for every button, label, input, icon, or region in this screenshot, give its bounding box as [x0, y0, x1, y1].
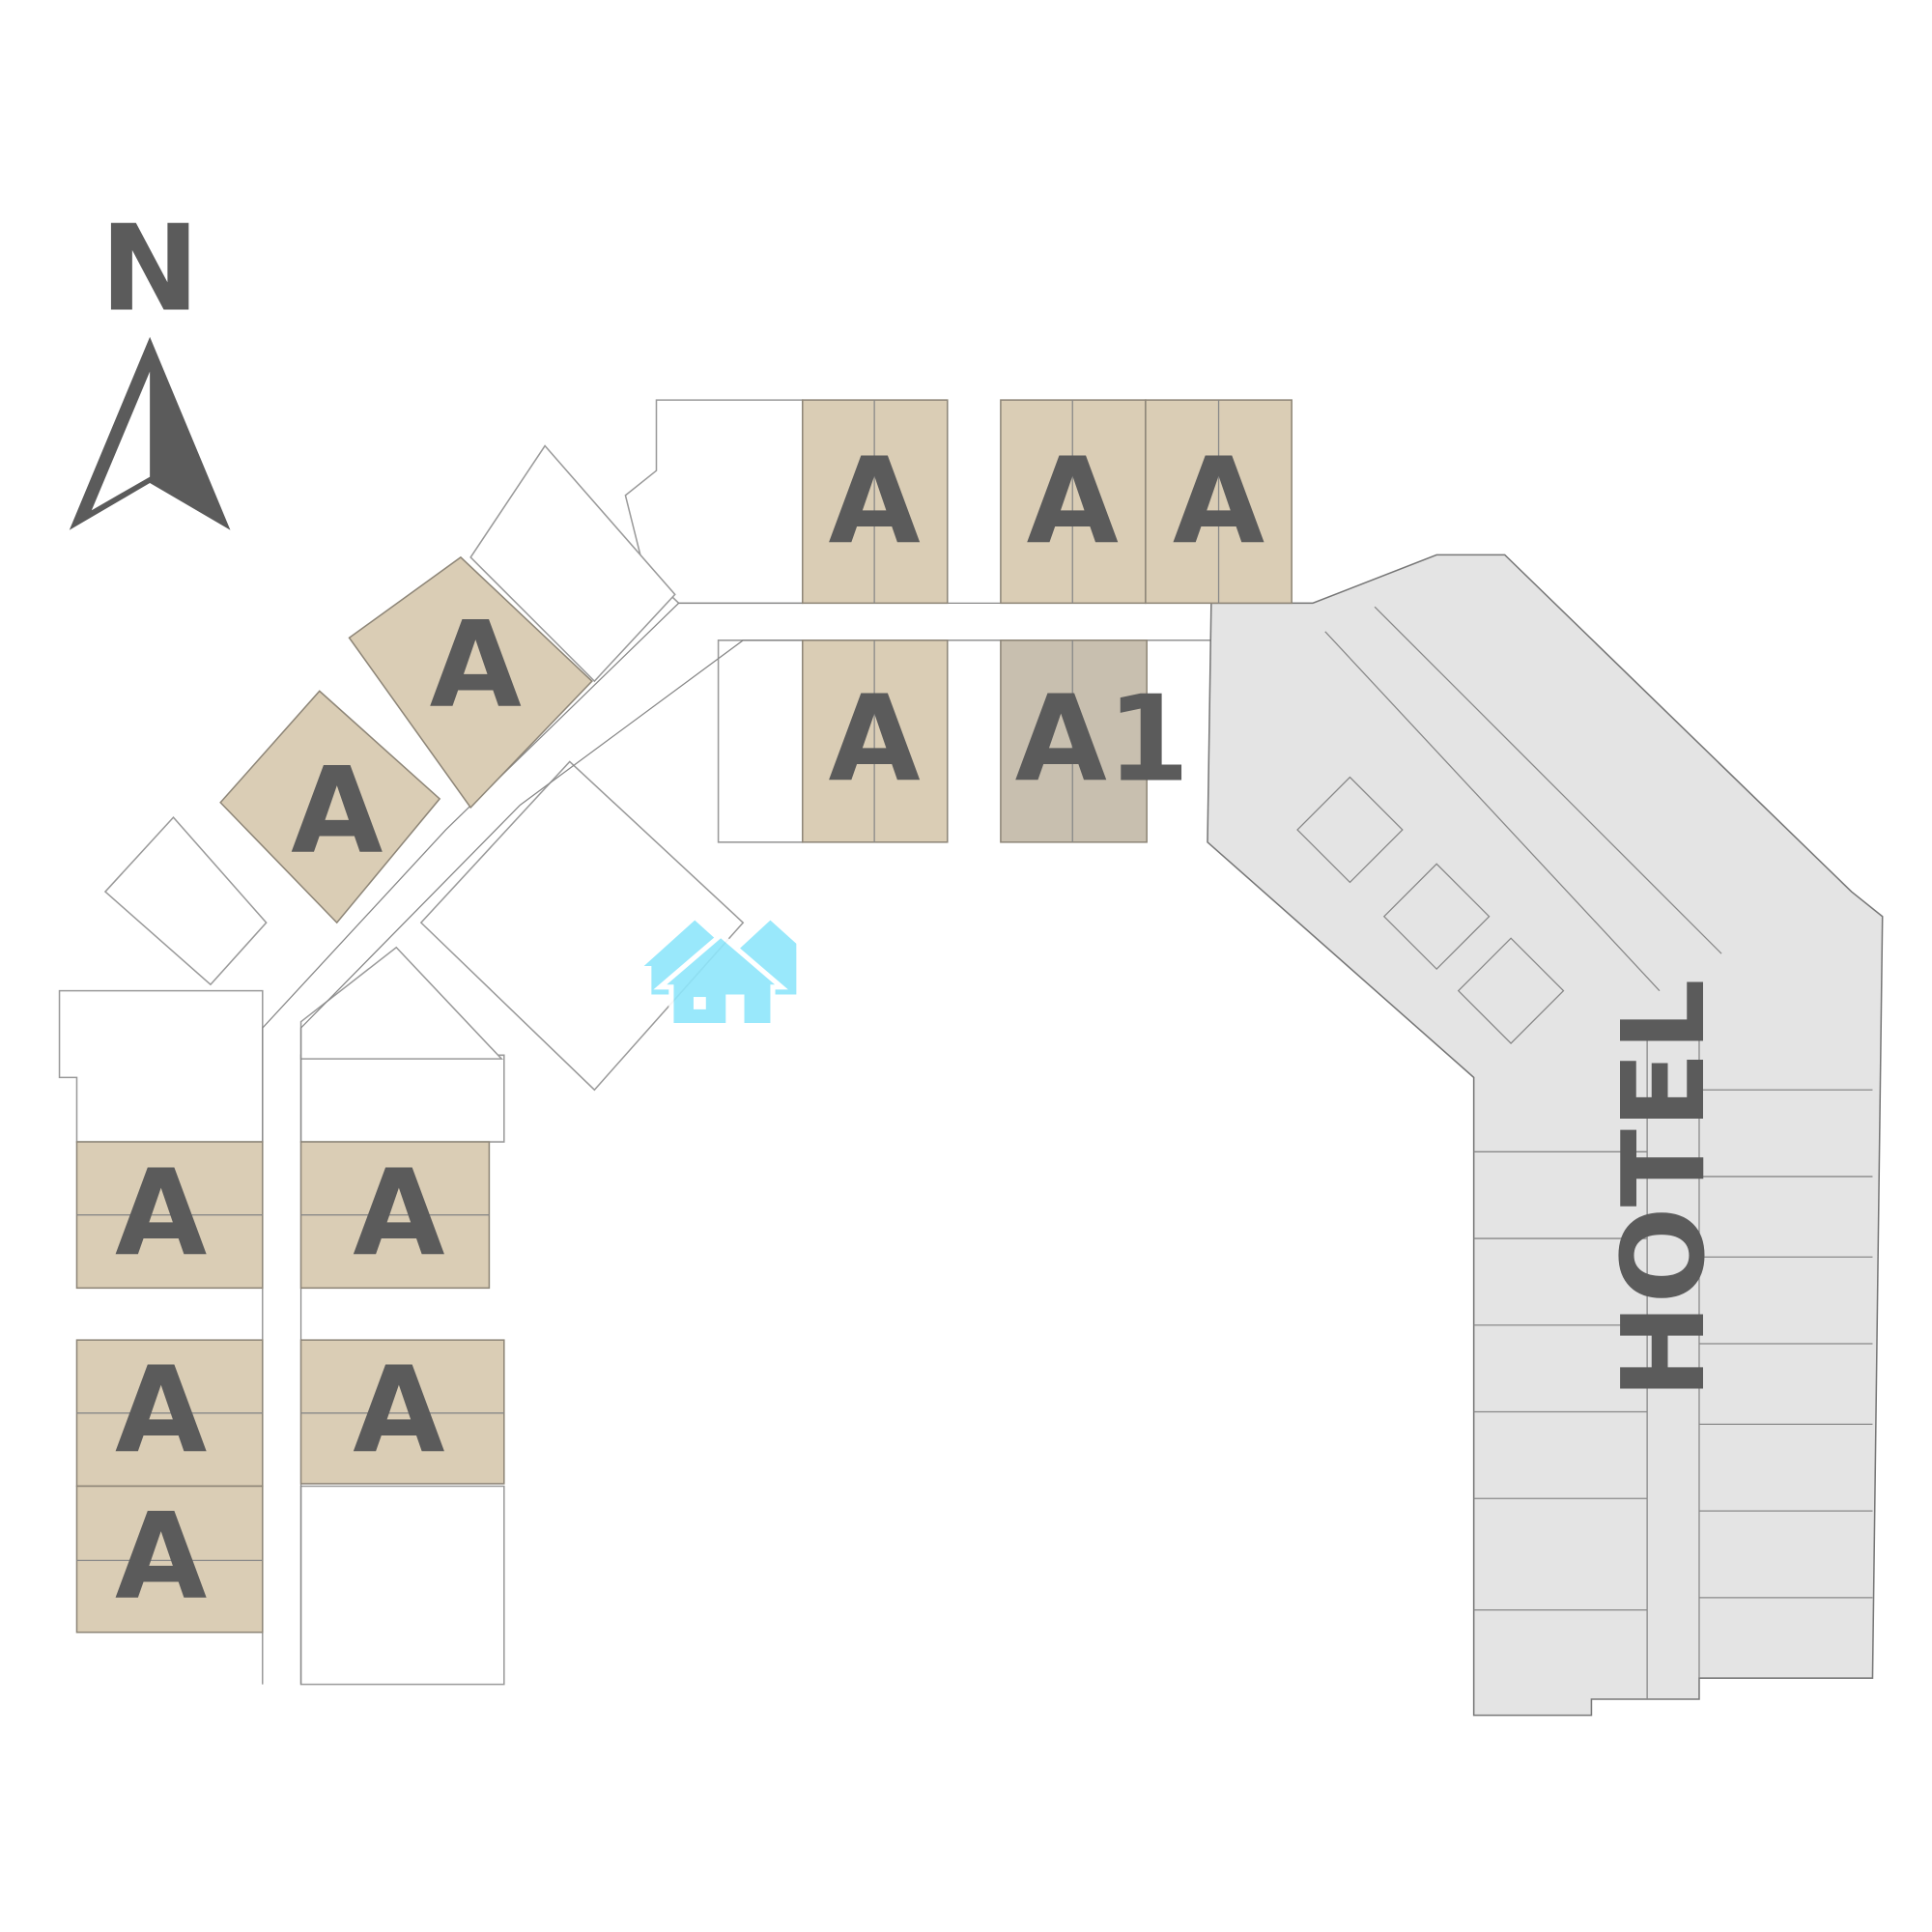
unit-a-5[interactable] — [348, 555, 593, 810]
unit-label: A — [353, 1343, 444, 1481]
unit-a-9[interactable] — [75, 1485, 264, 1634]
unit-dividers — [76, 400, 1220, 1562]
hotel-label: HOTEL — [1598, 979, 1730, 1399]
unit-label: A — [115, 1343, 207, 1481]
unit-a-11[interactable] — [299, 1339, 505, 1485]
unit-label: A — [115, 1146, 207, 1284]
unit-label: A — [353, 1146, 444, 1284]
unit-label: A — [291, 743, 383, 881]
unit-label: A — [115, 1489, 207, 1627]
unit-a-6[interactable] — [219, 690, 441, 924]
hotel-rooms — [1296, 606, 1873, 1699]
unit-label: A — [829, 671, 921, 810]
unit-label: A — [1027, 434, 1119, 572]
unit-label: A1 — [1015, 671, 1190, 810]
north-arrow-icon — [69, 336, 231, 530]
unit-a1[interactable] — [1000, 639, 1148, 843]
north-label: N — [100, 201, 200, 339]
unit-label: A — [829, 434, 921, 572]
building-outline — [58, 399, 1313, 1686]
unit-label: A — [430, 597, 522, 735]
hotel-block[interactable] — [1207, 554, 1884, 1717]
houses-icon[interactable] — [643, 920, 797, 1029]
unit-label: A — [1173, 434, 1264, 572]
